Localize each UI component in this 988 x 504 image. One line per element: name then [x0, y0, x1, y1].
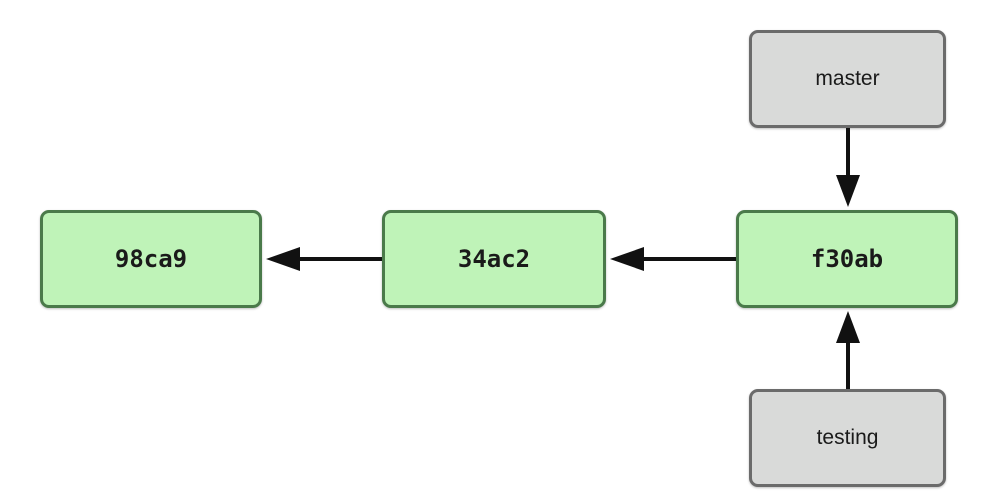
commit-node-34ac2: 34ac2: [382, 210, 606, 308]
commit-hash: 34ac2: [457, 245, 531, 273]
commit-hash: f30ab: [810, 245, 884, 273]
branch-name: master: [815, 67, 880, 90]
branch-label-master: master: [749, 30, 946, 128]
commit-node-98ca9: 98ca9: [40, 210, 262, 308]
arrow-master-to-f30ab: [836, 128, 860, 207]
arrow-34ac2-to-98ca9: [266, 247, 382, 271]
commit-hash: 98ca9: [114, 245, 188, 273]
arrow-f30ab-to-34ac2: [610, 247, 736, 271]
commit-node-f30ab: f30ab: [736, 210, 958, 308]
branch-name: testing: [816, 426, 879, 449]
arrow-testing-to-f30ab: [836, 311, 860, 389]
branch-label-testing: testing: [749, 389, 946, 487]
